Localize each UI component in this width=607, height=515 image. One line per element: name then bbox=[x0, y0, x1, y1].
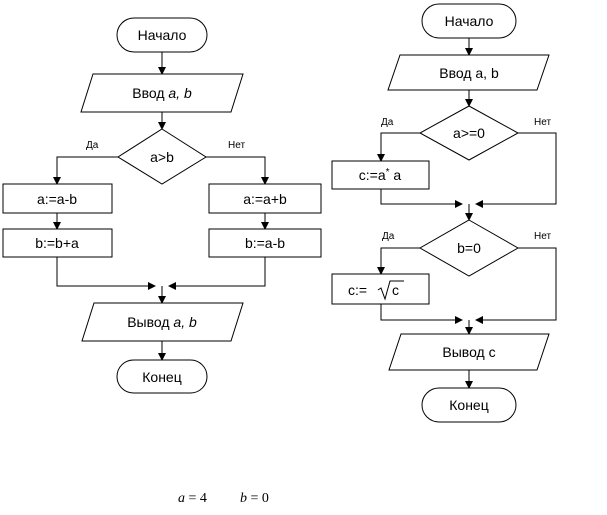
right-input-parallelogram bbox=[387, 54, 550, 91]
right-output-parallelogram bbox=[388, 333, 550, 371]
right-output-label: Вывод c bbox=[442, 344, 495, 360]
right-decision2-diamond bbox=[418, 219, 520, 277]
right-flowchart: Начало Ввод a, b a>=0 Да Нет c:=a* a b=0… bbox=[331, 3, 557, 423]
left-no-label: Нет bbox=[228, 140, 245, 151]
right-input-label: Ввод a, b bbox=[439, 65, 499, 81]
left-start-label: Начало bbox=[138, 27, 187, 43]
left-yes-label: Да bbox=[86, 140, 99, 151]
right-end-label: Конец bbox=[449, 397, 488, 413]
right-step1-box bbox=[331, 160, 430, 190]
right-step1-label: c:=a* a bbox=[359, 167, 402, 183]
left-input-parallelogram bbox=[80, 73, 244, 113]
right-decision1-label: a>=0 bbox=[453, 125, 485, 141]
left-yes-step2-label: b:=b+a bbox=[35, 235, 79, 251]
right-yes2-label: Да bbox=[382, 231, 395, 242]
right-start-label: Начало bbox=[445, 13, 494, 29]
sqrt-radical-icon bbox=[377, 280, 404, 301]
value-b: b = 0 bbox=[240, 491, 269, 506]
values-line: a = 4 b = 0 bbox=[178, 491, 269, 506]
left-yes-step2-box bbox=[2, 228, 113, 258]
left-end-label: Конец bbox=[142, 369, 181, 385]
right-decision2-label: b=0 bbox=[457, 240, 481, 256]
left-input-label: Ввод a, b bbox=[132, 85, 192, 101]
right-yes1-label: Да bbox=[381, 117, 394, 128]
right-no2-label: Нет bbox=[534, 231, 551, 242]
right-decision1-diamond bbox=[418, 105, 520, 161]
left-flowchart: Начало Ввод a, b a>b Да Нет a:=a-b b:=b+… bbox=[2, 17, 322, 394]
left-output-label: Вывод a, b bbox=[127, 314, 197, 330]
right-step2-box bbox=[331, 273, 430, 305]
left-no-step1-box bbox=[208, 183, 322, 214]
right-end-terminator bbox=[421, 387, 517, 423]
left-decision-label: a>b bbox=[150, 149, 174, 165]
right-no1-label: Нет bbox=[534, 117, 551, 128]
left-no-step1-label: a:=a+b bbox=[243, 191, 287, 207]
left-decision-diamond bbox=[117, 128, 207, 185]
left-output-parallelogram bbox=[81, 302, 244, 342]
right-step2-arg: c bbox=[392, 282, 399, 298]
left-yes-step1-label: a:=a-b bbox=[37, 191, 77, 207]
right-step2-label: c:= bbox=[348, 282, 367, 298]
left-end-terminator bbox=[116, 359, 208, 394]
left-no-step2-label: b:=a-b bbox=[245, 235, 285, 251]
value-a: a = 4 bbox=[178, 491, 207, 506]
